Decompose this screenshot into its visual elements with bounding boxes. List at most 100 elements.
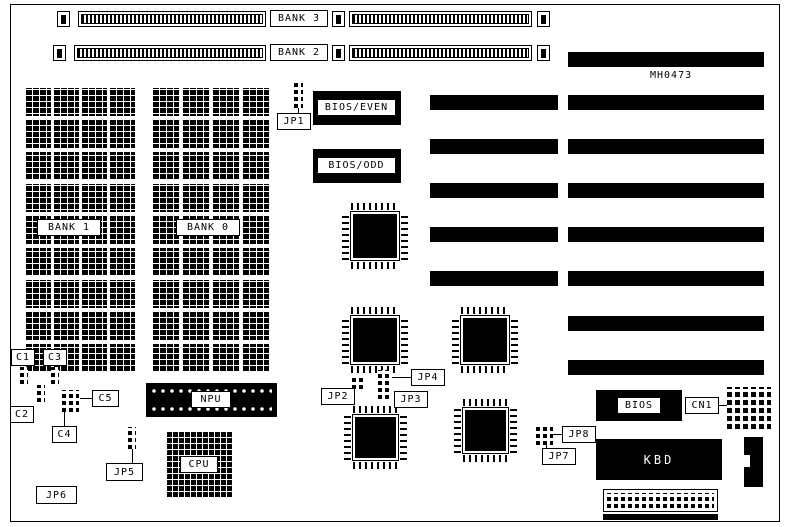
c3-component <box>51 367 59 384</box>
jp5-jumper <box>128 427 136 449</box>
chip-pins <box>351 203 399 210</box>
chip-pins <box>353 462 398 469</box>
jp2-jumper <box>352 376 365 389</box>
c5-label: C5 <box>92 390 119 407</box>
chip-pins <box>342 212 349 260</box>
leader-line <box>392 377 411 378</box>
bios-odd-label: BIOS/ODD <box>317 157 396 174</box>
chip-pins <box>463 399 508 406</box>
npu-socket: NPU <box>146 383 277 417</box>
connector-key-mark <box>61 14 66 24</box>
c2-label: C2 <box>10 406 34 423</box>
cn1-connector <box>727 387 771 429</box>
memory-chip-column <box>152 84 179 372</box>
isa-expansion-slot <box>568 183 764 198</box>
simm-contacts <box>81 14 263 24</box>
isa-expansion-slot <box>568 52 764 67</box>
isa-expansion-slot <box>568 139 764 154</box>
board-outline <box>10 4 780 522</box>
chip-pins <box>344 415 351 460</box>
connector-notch <box>744 455 750 467</box>
simm-slot-bar <box>74 45 266 61</box>
chip-pins <box>353 406 398 413</box>
chip-pins <box>511 316 518 364</box>
expansion-slot-short <box>430 139 558 154</box>
simm-slot-bar <box>78 11 266 27</box>
qfp-chip <box>452 307 518 373</box>
simm-end-connector <box>53 45 66 61</box>
leader-line <box>80 398 93 399</box>
leader-line <box>553 434 562 435</box>
chip-pins <box>342 316 349 364</box>
chip-pins <box>401 212 408 260</box>
chip-pins <box>461 307 509 314</box>
jp1-label: JP1 <box>277 113 311 130</box>
npu-label: NPU <box>191 391 231 408</box>
chip-pins <box>351 366 399 373</box>
chip-pins <box>461 366 509 373</box>
c4-label: C4 <box>52 426 77 443</box>
keyboard-din-connector <box>744 437 763 487</box>
jp3-jp4-jumper <box>378 370 392 399</box>
bios-odd-rom-chip: BIOS/ODD <box>313 149 401 183</box>
c1-component <box>20 367 28 384</box>
simm-slot-bar <box>349 11 532 27</box>
chip-body <box>460 315 510 365</box>
leader-line <box>719 405 728 406</box>
jp8-label: JP8 <box>562 426 596 443</box>
chip-pins <box>463 455 508 462</box>
chip-pins <box>401 316 408 364</box>
qfp-chip <box>342 307 408 373</box>
connector-key-mark <box>57 48 62 58</box>
qfp-chip <box>344 406 407 469</box>
expansion-slot-short <box>430 227 558 242</box>
isa-expansion-slot <box>568 360 764 375</box>
bank2-label: BANK 2 <box>270 44 328 61</box>
connector-key-mark <box>541 48 546 58</box>
chip-body <box>462 407 509 454</box>
jp3-label: JP3 <box>394 391 428 408</box>
connector-key-mark <box>336 14 341 24</box>
chip-pins <box>351 307 399 314</box>
c4-component <box>62 390 79 412</box>
edge-connector-bar <box>603 514 718 520</box>
chip-body <box>350 211 400 261</box>
bios-label: BIOS <box>617 397 661 414</box>
bios-chip: BIOS <box>596 390 682 421</box>
qfp-chip <box>454 399 517 462</box>
c3-label: C3 <box>43 349 67 366</box>
memory-chip-column <box>242 84 269 372</box>
socket-pin-holes <box>151 405 272 413</box>
chip-body <box>350 315 400 365</box>
cpu-label: CPU <box>180 456 218 473</box>
bank1-label: BANK 1 <box>37 219 101 236</box>
c1-label: C1 <box>11 349 35 366</box>
chip-pins <box>351 262 399 269</box>
cpu-socket: CPU <box>166 432 233 498</box>
keyboard-controller-chip: KBD <box>596 439 722 480</box>
simm-slot-bar <box>349 45 532 61</box>
c2-component <box>37 385 45 402</box>
expansion-slot-short <box>430 95 558 110</box>
leader-line <box>546 445 547 448</box>
simm-contacts <box>77 48 263 58</box>
jp7-jp8-jumper <box>536 427 553 445</box>
isa-expansion-slot <box>568 227 764 242</box>
bank0-label: BANK 0 <box>176 219 240 236</box>
chip-pins <box>452 316 459 364</box>
chip-body <box>352 414 399 461</box>
jp5-label: JP5 <box>106 463 143 481</box>
part-number-text: MH0473 <box>650 70 693 81</box>
jp4-label: JP4 <box>411 369 445 386</box>
isa-expansion-slot <box>568 316 764 331</box>
cn1-label: CN1 <box>685 397 719 414</box>
chip-pins <box>400 415 407 460</box>
simm-end-connector <box>537 11 550 27</box>
memory-chip-column <box>109 84 135 372</box>
isa-expansion-slot <box>568 271 764 286</box>
simm-contacts <box>352 48 529 58</box>
leader-line <box>64 412 65 427</box>
power-connector <box>603 489 718 512</box>
bank3-label: BANK 3 <box>270 10 328 27</box>
simm-contacts <box>352 14 529 24</box>
